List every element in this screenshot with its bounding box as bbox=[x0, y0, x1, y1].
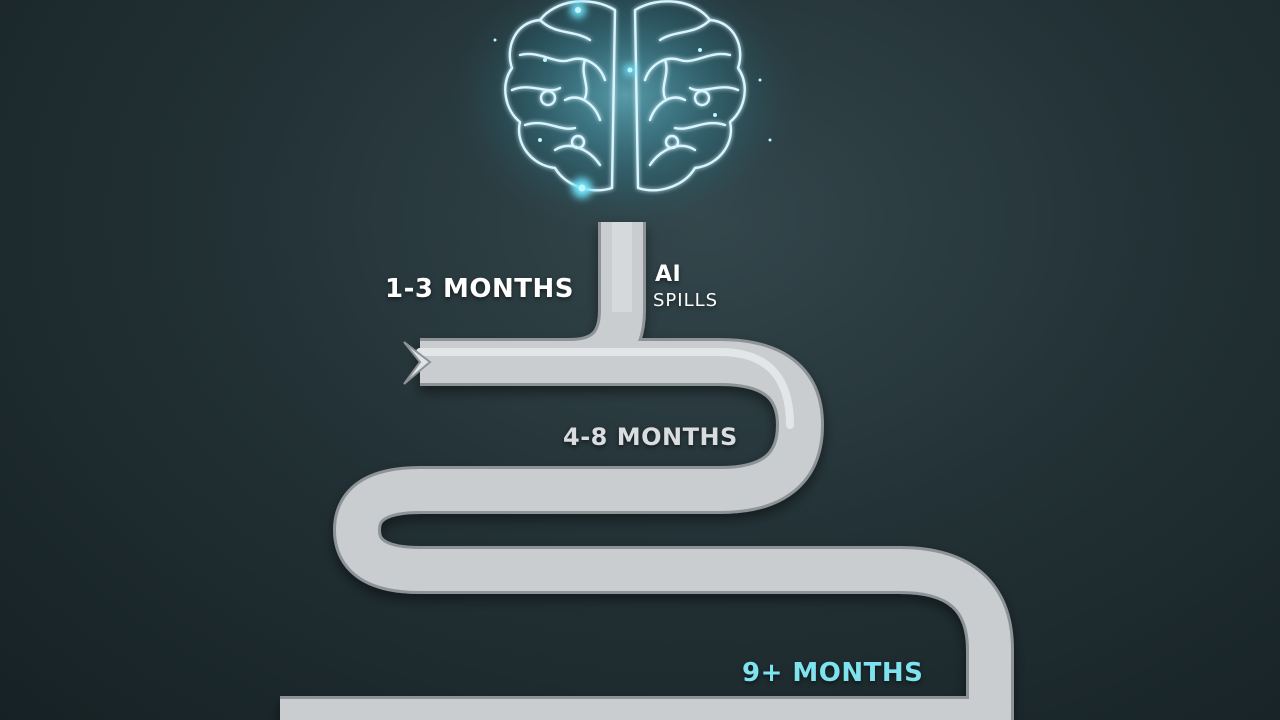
milestone-label-3: 9+ MONTHS bbox=[742, 658, 924, 688]
brain-caption-line1: AI bbox=[655, 262, 682, 287]
brain-glow bbox=[435, 0, 815, 245]
milestone-label-1: 1-3 MONTHS bbox=[385, 274, 574, 304]
milestone-label-2: 4-8 MONTHS bbox=[563, 423, 738, 451]
path-entry bbox=[612, 222, 632, 312]
winding-path bbox=[280, 222, 1014, 720]
brain-caption-line2: SPILLS bbox=[653, 290, 719, 311]
brain-nodes bbox=[493, 2, 772, 198]
arrow-head bbox=[403, 341, 432, 385]
brain-icon bbox=[504, 0, 746, 192]
